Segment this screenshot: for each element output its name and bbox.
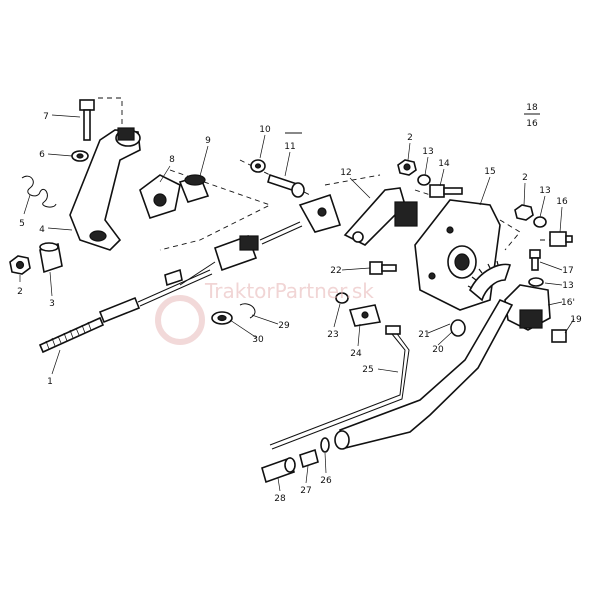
part-nut-2-right [514,204,534,221]
part-mounting-plate-15 [414,199,501,311]
part-washer-13-lower [528,277,544,287]
callout-1: 1 [47,377,53,387]
part-ratchet-block [504,284,551,331]
callout-3: 3 [49,299,55,309]
part-lever-arm [69,127,141,251]
callout-7: 7 [43,112,49,122]
page-ref-bottom: 16 [526,119,538,129]
callout-labels: 1 2 3 4 5 6 7 8 9 10 11 12 2 13 14 15 2 … [17,112,582,504]
callout-22: 22 [330,266,341,276]
part-lever-plate-12 [343,187,418,246]
part-bolt-14 [429,184,463,198]
callout-11: 11 [284,142,295,152]
callout-16-prime: 16' [561,298,575,308]
callout-15: 15 [484,167,495,177]
part-sleeve-9 [178,174,210,203]
callout-9: 9 [205,136,211,146]
part-rod-25 [269,325,410,450]
part-spring [21,175,57,208]
callout-2: 2 [17,287,23,297]
callout-8: 8 [169,155,175,165]
callout-30: 30 [252,335,264,345]
part-spring-27 [299,448,319,469]
callout-5: 5 [19,219,25,229]
part-clevis [259,193,342,245]
part-bolt-22 [369,261,397,275]
callout-2-top: 2 [407,133,413,143]
leader-lines [19,114,575,492]
part-bolt-17 [529,249,541,271]
callout-29: 29 [278,321,290,331]
part-bushing-left [39,242,63,274]
callout-10: 10 [259,125,271,135]
part-bush-20 [450,319,466,337]
callout-12: 12 [340,168,351,178]
part-ring-26 [320,437,330,453]
callout-13-lower: 13 [562,281,573,291]
callout-21: 21 [418,330,429,340]
part-bolt-16 [549,231,573,247]
part-washer-10 [250,159,266,173]
page-ref-top: 18 [526,103,538,113]
watermark-text: TraktorPartner.sk [204,279,374,303]
callout-13-top: 13 [422,147,433,157]
callout-23: 23 [327,330,338,340]
callout-26: 26 [320,476,332,486]
part-cable [38,268,213,354]
part-washer-13-top [417,174,431,186]
part-grip-28 [261,456,296,484]
part-screw-19 [551,329,567,343]
watermark: TraktorPartner.sk [155,279,374,345]
page-reference: 18 16 [524,103,540,129]
part-nut-2-top [397,159,417,176]
part-hand-lever [334,298,514,450]
callout-6: 6 [39,150,45,160]
part-clip-29 [239,303,256,319]
callout-25: 25 [362,365,373,375]
part-washer-6 [71,150,89,162]
part-cable-adjuster [179,234,259,286]
callout-4: 4 [39,225,45,235]
callout-14: 14 [438,159,450,169]
part-washer-23 [335,292,349,304]
callout-17: 17 [562,266,573,276]
part-clamp-block [139,174,181,219]
callout-13-right: 13 [539,186,550,196]
part-nut-left [9,255,31,275]
part-toothed-sector [467,260,512,302]
part-washer-30 [211,311,233,325]
callout-16: 16 [556,197,568,207]
callout-2-right: 2 [522,173,528,183]
part-clip-24 [348,304,382,327]
part-pin-11 [267,173,305,198]
callout-20: 20 [432,345,444,355]
part-washer-13-right [533,216,547,228]
callout-24: 24 [350,349,362,359]
callout-27: 27 [300,486,311,496]
callout-19: 19 [570,315,582,325]
callout-28: 28 [274,494,286,504]
part-bolt-7 [79,99,95,141]
